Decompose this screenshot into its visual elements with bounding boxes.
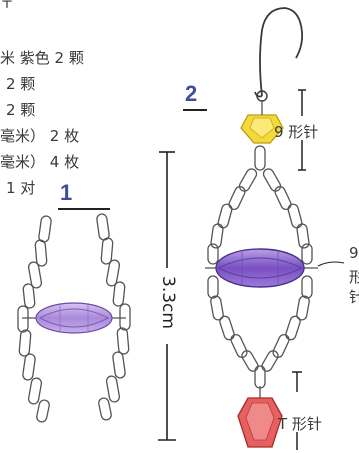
step-2-purple-bead <box>205 249 318 287</box>
t-pin-label: T 形针 <box>278 413 322 434</box>
earring-hook-icon <box>255 8 302 97</box>
red-bead <box>238 386 282 447</box>
right-label-cut-1: 9 <box>349 244 359 262</box>
nine-pin-top-label: 9 形针 <box>274 121 318 142</box>
right-label-cut-3: 针 <box>349 286 359 307</box>
measure-label: 3.3cm <box>158 276 178 329</box>
step-1-purple-bead <box>22 303 126 333</box>
right-label-cut-2: 形 <box>349 266 359 287</box>
